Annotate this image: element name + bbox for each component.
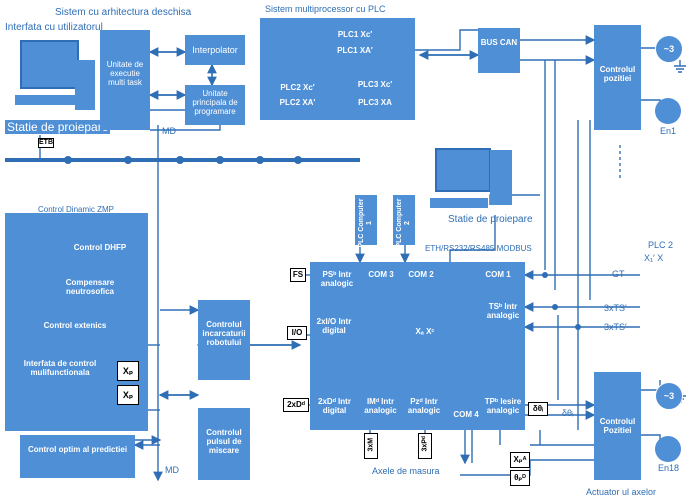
plc3-xc-label: PLC3 Xc′ — [357, 80, 393, 89]
ts2-label: 3xTS′ — [604, 322, 627, 332]
md-top-label: MD — [162, 126, 176, 136]
fs-input-box: FS — [290, 268, 306, 282]
dd-input-box: 2xDᵈ — [283, 398, 309, 412]
optimal-control-block[interactable]: Control optim al predictiei — [20, 435, 135, 478]
en18-label: En18 — [658, 463, 680, 473]
dd-input-label: 2xDᵈ Intr digital — [318, 397, 351, 416]
delta-theta-right-label: δθᵢ — [562, 408, 574, 418]
workstation-left-label: Statie de proiepare — [5, 120, 111, 134]
plc3-xa-label: PLC3 XA — [358, 98, 392, 107]
multifunctional-label: Interfata de control mulifunctionala — [23, 359, 97, 378]
motor-top-icon: ~3 — [655, 35, 683, 63]
com1-label: COM 1 — [485, 270, 511, 279]
plc2-xc-label: PLC2 Xc′ — [280, 83, 315, 92]
encoder-top-icon — [655, 98, 681, 124]
xp-box-1: Xₚ — [117, 361, 139, 381]
compensation-label: Compensare neutrosofica — [65, 278, 115, 297]
gt-label: GT — [612, 269, 625, 279]
com3-label: COM 3 — [368, 270, 394, 279]
pz-input-label: Pzᵈ Intr analogic — [407, 397, 441, 416]
xp-a-box: Xₚᴬ — [510, 452, 530, 468]
com4-label: COM 4 — [453, 410, 479, 419]
com2-label: COM 2 — [408, 270, 434, 279]
actuator-label: Actuator ul axelor — [586, 487, 657, 497]
extenics-label: Control extenics — [43, 321, 107, 330]
position-control-bottom-block[interactable]: Controlul Pozitiei — [594, 372, 641, 480]
delta-theta-box: δθᵢ — [528, 402, 548, 416]
encoder-bottom-icon — [655, 436, 681, 462]
en1-label: En1 — [660, 126, 677, 136]
xa-xc-label: Xₐ Xᶜ — [415, 327, 435, 336]
tp-output-label: TPᵇ Iesire analogic — [484, 397, 522, 416]
position-control-top-block[interactable]: Controlul pozitiei — [594, 25, 641, 130]
plc1-xc-label: PLC1 Xc′ — [337, 30, 373, 39]
control-dhfp-label: Control DHFP — [73, 243, 127, 252]
plc2-xa-label: PLC2 XA′ — [279, 98, 316, 107]
plc2-right-label: PLC 2 — [648, 240, 674, 250]
workstation-center-label: Statie de proiepare — [448, 214, 533, 225]
execution-unit-block[interactable]: Unitate de executie multi task — [100, 30, 150, 130]
im-input-label: IMᵈ Intr analogic — [364, 397, 397, 416]
axes-label: Axele de masura — [372, 466, 440, 476]
user-interface-caption: Interfata cu utilizatorul — [5, 22, 103, 33]
etb-box: ETB — [38, 138, 54, 148]
eth-modbus-label: ETH/RS232/RS485 MODBUS — [425, 244, 532, 253]
io-input-box: I/O — [287, 326, 307, 340]
io-input-label: 2xI/O Intr digital — [316, 317, 352, 336]
dynamic-control-block: Control DHFP Compensare neutrosofica Con… — [5, 213, 148, 431]
ts1-label: 3xTS′ — [604, 303, 627, 313]
xp2-input-box: 3xPᵈ — [418, 433, 432, 459]
plc-computer-1-block[interactable]: PLC Computer 1 — [355, 195, 377, 248]
xp-box-2: Xₚ — [117, 385, 139, 405]
workstation-left-icon — [15, 40, 95, 110]
bus-can-block[interactable]: BUS CAN — [478, 28, 520, 73]
architecture-caption: Sistem cu arhitectura deschisa — [55, 7, 192, 18]
programming-unit-block[interactable]: Unitate principala de programare — [185, 85, 245, 125]
xm-input-box: 3xM — [364, 433, 378, 459]
multiprocessor-caption: Sistem multiprocessor cu PLC — [265, 4, 386, 14]
motor-bottom-icon: ~3 — [655, 382, 683, 410]
ps-input-label: PSᵇ Intr analogic — [320, 270, 354, 289]
workstation-center-icon — [430, 148, 520, 213]
plc2-right-sub-label: X₁′ X — [644, 253, 664, 263]
ts-input-label: TSᵇ Intr analogic — [486, 302, 520, 321]
md-bottom-label: MD — [165, 465, 179, 475]
main-controller-board: PSᵇ Intr analogic COM 3 COM 2 COM 1 TSᵇ … — [310, 262, 548, 430]
plc-multiprocessor-block: PLC1 Xc′ PLC1 XA′ PLC2 Xc′ PLC2 XA′ PLC3… — [260, 18, 415, 120]
plc1-xa-label: PLC1 XA′ — [337, 46, 373, 55]
interpolator-block[interactable]: Interpolator — [185, 35, 245, 65]
motion-pulse-block[interactable]: Controlul pulsul de miscare — [198, 408, 250, 480]
dynamic-control-caption: Control Dinamic ZMP — [38, 205, 115, 214]
theta-p-d-box: θₚᴰ — [510, 470, 530, 486]
plc-computer-2-block[interactable]: PLC Computer 2 — [393, 195, 415, 248]
robot-load-block[interactable]: Controlul incarcaturii robotului — [198, 300, 250, 380]
